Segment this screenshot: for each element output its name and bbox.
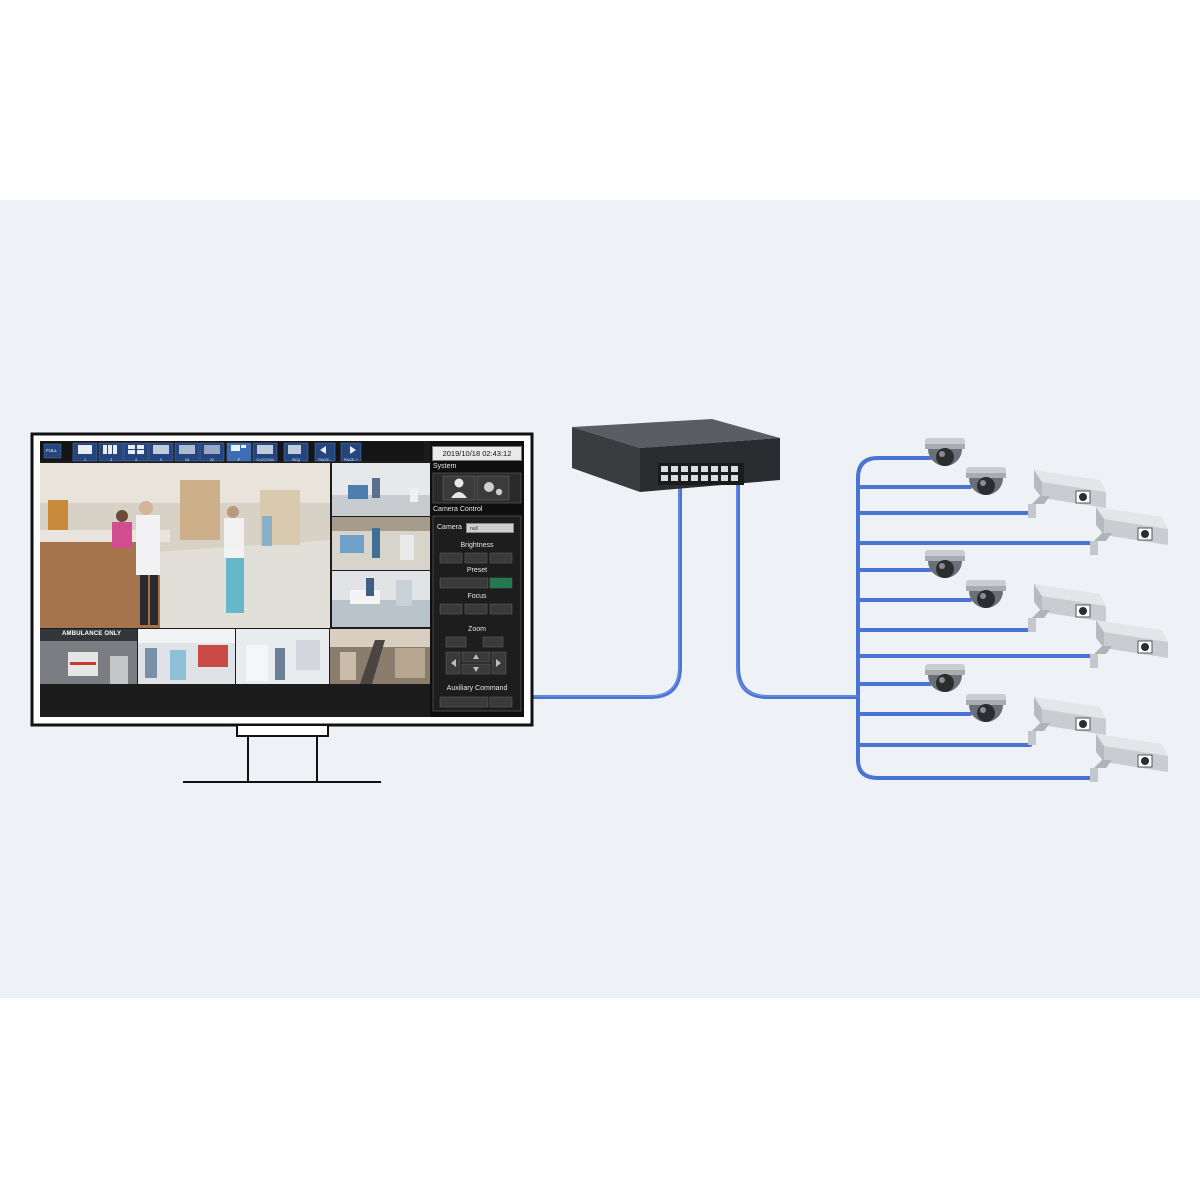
bullet-camera-icon xyxy=(1089,733,1169,783)
layout-custom-label[interactable]: CUSTOM xyxy=(256,457,274,462)
bullet-camera-icon xyxy=(1027,696,1107,746)
datetime-display: 2019/10/18 02:43:12 xyxy=(432,446,522,461)
ambulance-sign: AMBULANCE ONLY xyxy=(62,631,122,637)
camera-select[interactable]: null xyxy=(466,523,514,533)
dome-camera-icon xyxy=(925,664,965,692)
system-label: System xyxy=(433,463,457,470)
dome-camera-icon xyxy=(966,580,1006,608)
bullet-camera-icon xyxy=(1089,619,1169,669)
bullet-camera-icon xyxy=(1027,469,1107,519)
page-next-label[interactable]: PAGE + xyxy=(343,457,359,462)
toolbar xyxy=(40,441,424,462)
feed-row-bottom xyxy=(40,629,430,684)
cable-switch-trunk xyxy=(736,476,860,699)
layout-16-label[interactable]: 16 xyxy=(184,457,190,462)
layout-32-label[interactable]: 32 xyxy=(209,457,215,462)
layout-9-label[interactable]: 9 xyxy=(159,457,163,462)
camera-field-label: Camera xyxy=(437,524,462,531)
dome-camera-icon xyxy=(966,467,1006,495)
layout-1-label[interactable]: 1 xyxy=(83,457,87,462)
full-button-label[interactable]: FULL xyxy=(46,448,58,453)
layout-4-label[interactable]: 4 xyxy=(134,457,138,462)
side-panel xyxy=(430,441,524,717)
cameras xyxy=(925,438,1169,783)
cable-trunk xyxy=(856,456,1097,780)
camera-control-label: Camera Control xyxy=(433,506,483,513)
brightness-label: Brightness xyxy=(460,542,494,549)
preset-label: Preset xyxy=(466,567,488,574)
cable-monitor-switch xyxy=(530,476,682,699)
dome-camera-icon xyxy=(966,694,1006,722)
user-icon xyxy=(451,478,467,498)
zoom-label: Zoom xyxy=(468,626,486,633)
gear-icon xyxy=(484,482,503,496)
layout-seq-label[interactable]: SEQ xyxy=(291,457,301,462)
page-prev-label[interactable]: PAGE - xyxy=(318,457,332,462)
layout-p-label[interactable]: P xyxy=(237,457,241,462)
cable-branches xyxy=(856,485,1094,747)
cables xyxy=(530,456,1097,780)
main-feed xyxy=(40,463,330,628)
bullet-camera-icon xyxy=(1027,583,1107,633)
network-switch-icon xyxy=(572,419,780,492)
dome-camera-icon xyxy=(925,550,965,578)
switch-ports xyxy=(658,463,744,485)
dome-camera-icon xyxy=(925,438,965,466)
bullet-camera-icon xyxy=(1089,506,1169,556)
auxiliary-command-label: Auxiliary Command xyxy=(446,685,508,692)
layout-3-label[interactable]: 3 xyxy=(109,457,113,462)
feed-column-right xyxy=(332,463,430,627)
full-button xyxy=(43,443,62,459)
video-feeds xyxy=(40,463,430,684)
focus-label: Focus xyxy=(467,593,487,600)
